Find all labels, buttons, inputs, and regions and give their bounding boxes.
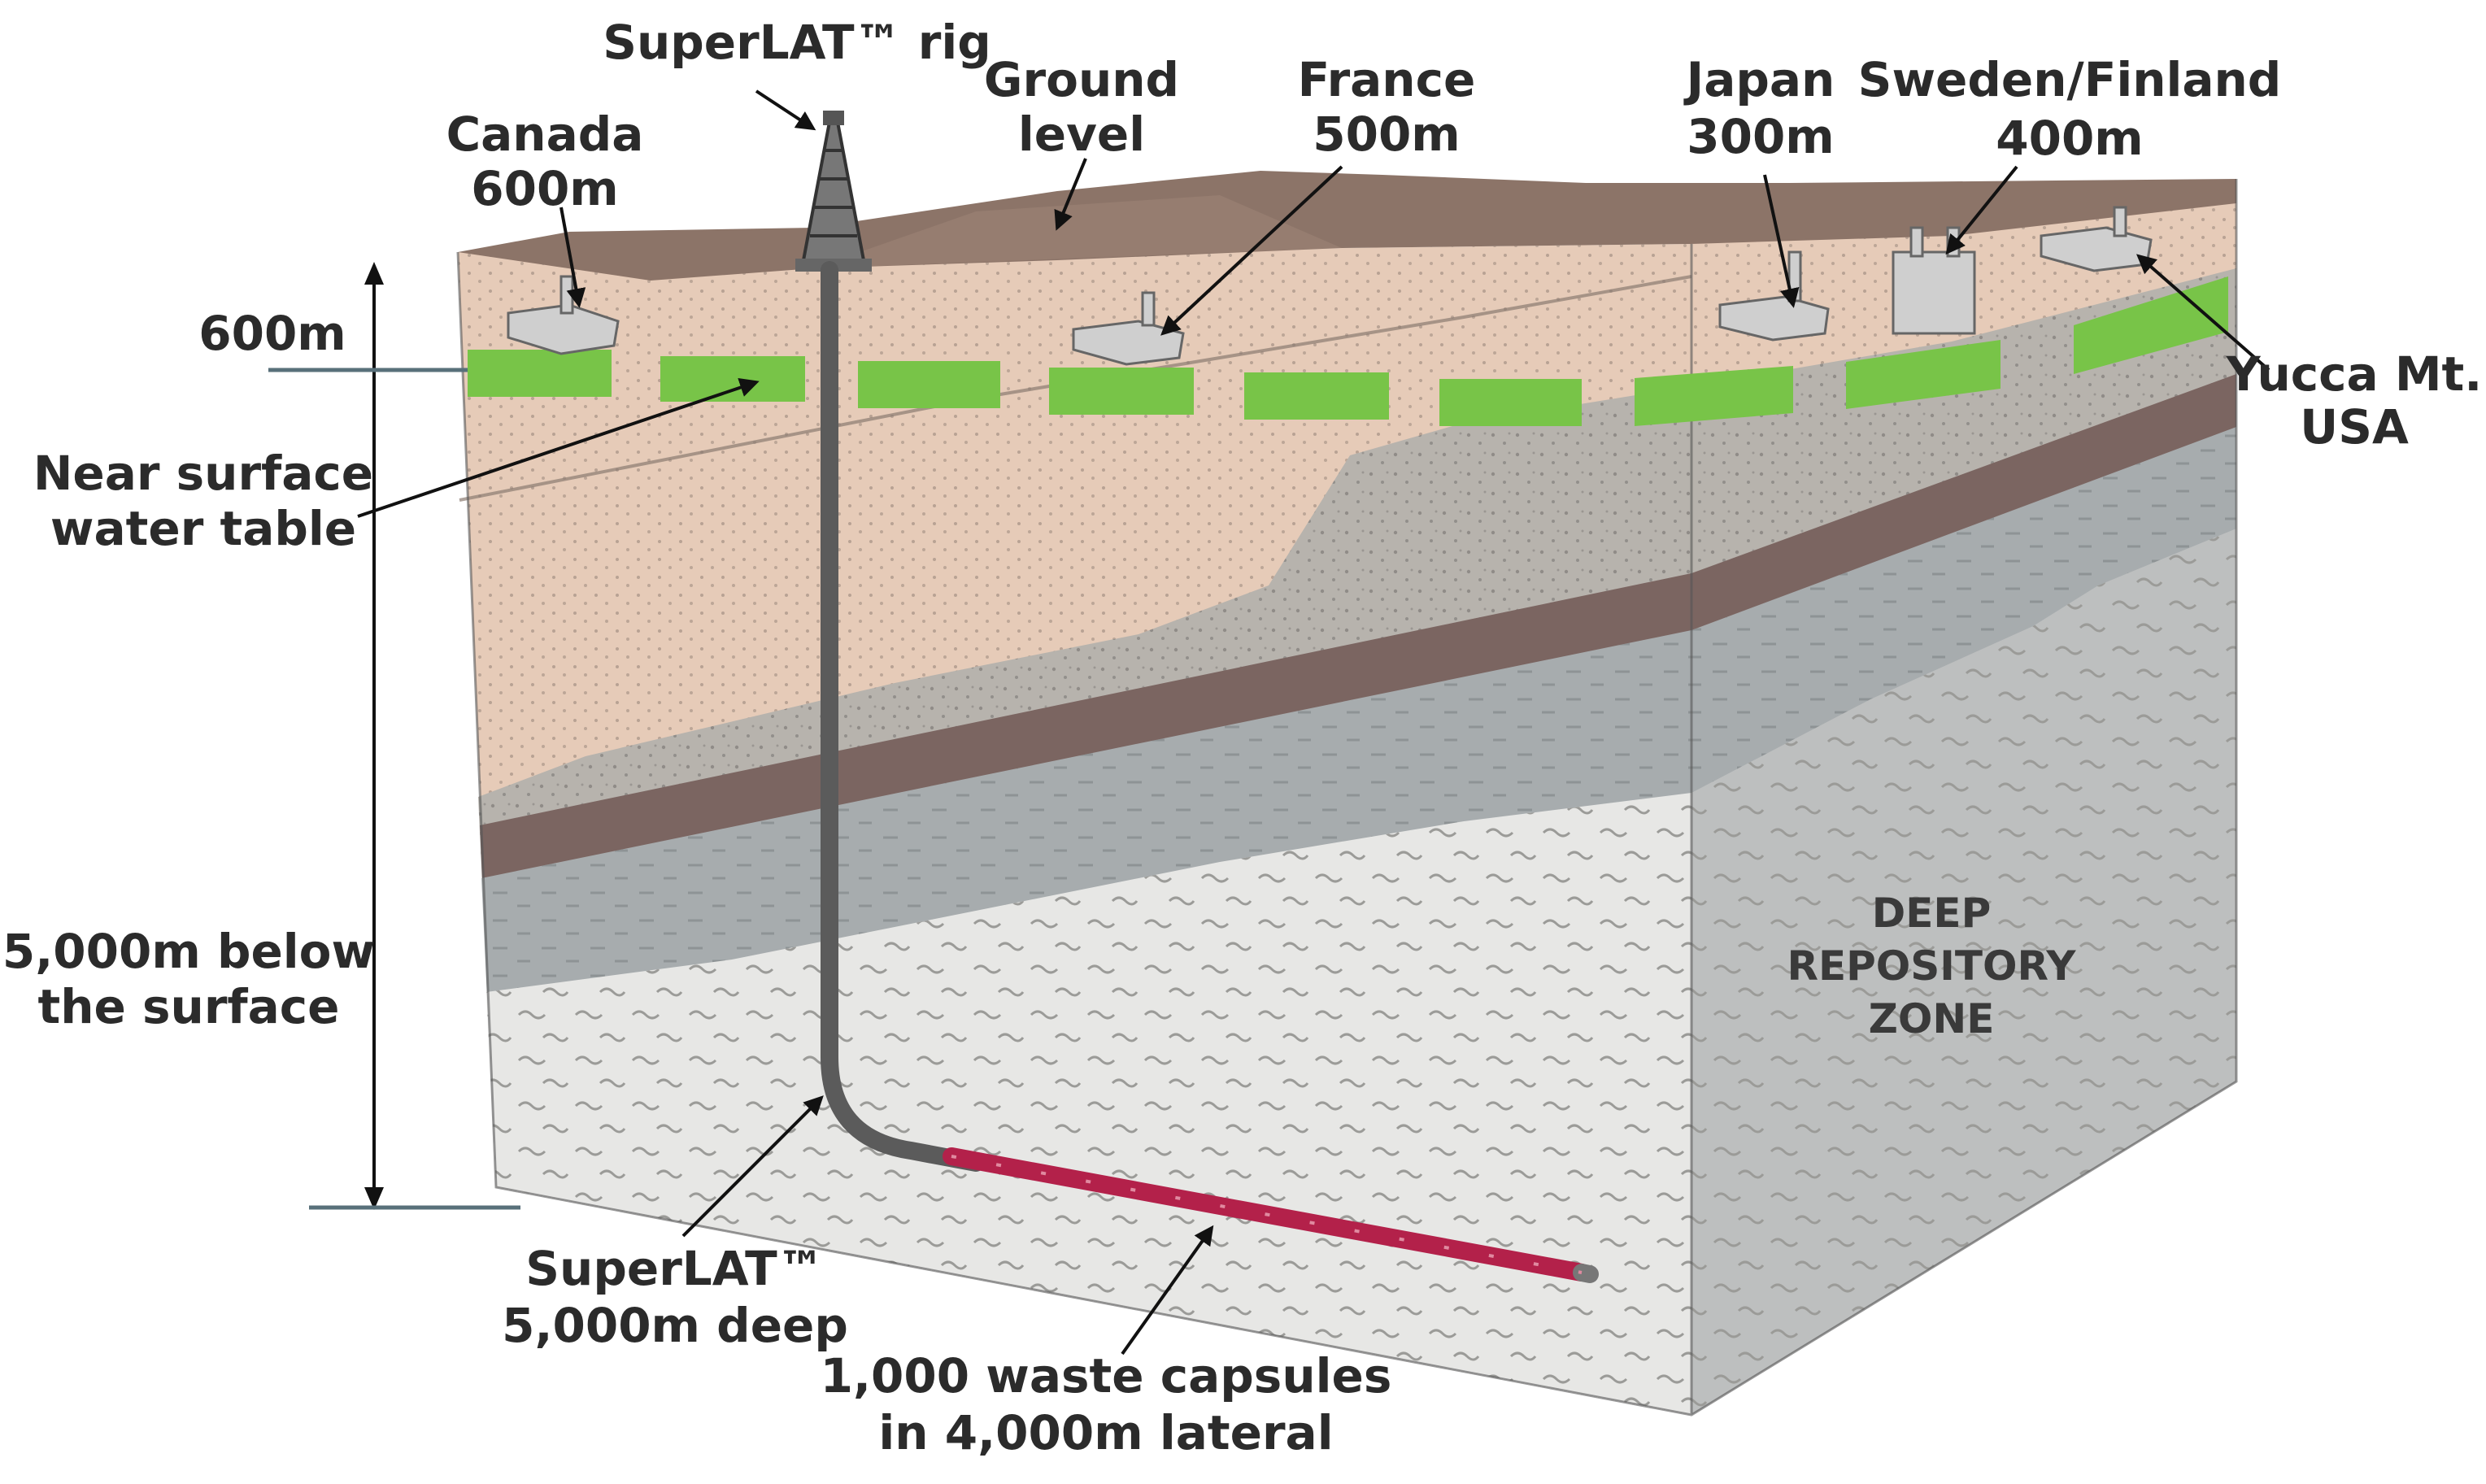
depth-600-label: 600m <box>198 306 346 361</box>
yucca-label-line2: USA <box>2300 399 2409 455</box>
superlat-deep-label-line2: 5,000m deep <box>502 1298 848 1353</box>
dimension-lines <box>268 262 520 1210</box>
front-face <box>458 244 1692 1415</box>
superlat-rig-icon <box>795 111 872 272</box>
depth-5000-label-line1: 5,000m below <box>2 924 375 979</box>
facilities <box>507 206 2153 366</box>
depth-5000-label-line2: the surface <box>37 979 339 1034</box>
water-table-dashes <box>468 276 2228 426</box>
ground-level-label-line1: Ground <box>984 52 1179 107</box>
right-face <box>1691 179 2236 1415</box>
canada-label-line2: 600m <box>471 161 619 216</box>
yucca-label-line1: Yucca Mt. <box>2226 346 2483 402</box>
repository-zone-label-line2: REPOSITORY <box>1787 942 2076 990</box>
borehole <box>821 261 985 1172</box>
water-table-label-line2: water table <box>50 501 356 556</box>
france-label-line1: France <box>1298 52 1476 107</box>
superlat-deep-label-line1: SuperLAT™ <box>525 1241 824 1296</box>
sweden-finland-label-line2: 400m <box>1996 111 2144 166</box>
capsules-label-line1: 1,000 waste capsules <box>821 1348 1392 1403</box>
france-label-line2: 500m <box>1313 107 1461 162</box>
japan-label-line1: Japan <box>1683 52 1835 107</box>
france-facility-icon <box>1072 291 1185 366</box>
water-table-label-line1: Near surface <box>33 446 373 501</box>
superlat-rig-label: SuperLAT™ rig <box>603 15 991 70</box>
capsules-label-line2: in 4,000m lateral <box>878 1405 1333 1460</box>
repository-zone-label-line3: ZONE <box>1869 995 1995 1042</box>
leader-arrows <box>357 89 2270 1356</box>
canada-label-line1: Canada <box>446 107 644 162</box>
canada-facility-icon <box>507 275 620 355</box>
japan-label-line2: 300m <box>1687 109 1835 164</box>
ground-level-label-line2: level <box>1018 107 1145 162</box>
repository-zone-label-line1: DEEP <box>1872 890 1991 937</box>
sweden-finland-label-line1: Sweden/Finland <box>1858 52 2282 107</box>
